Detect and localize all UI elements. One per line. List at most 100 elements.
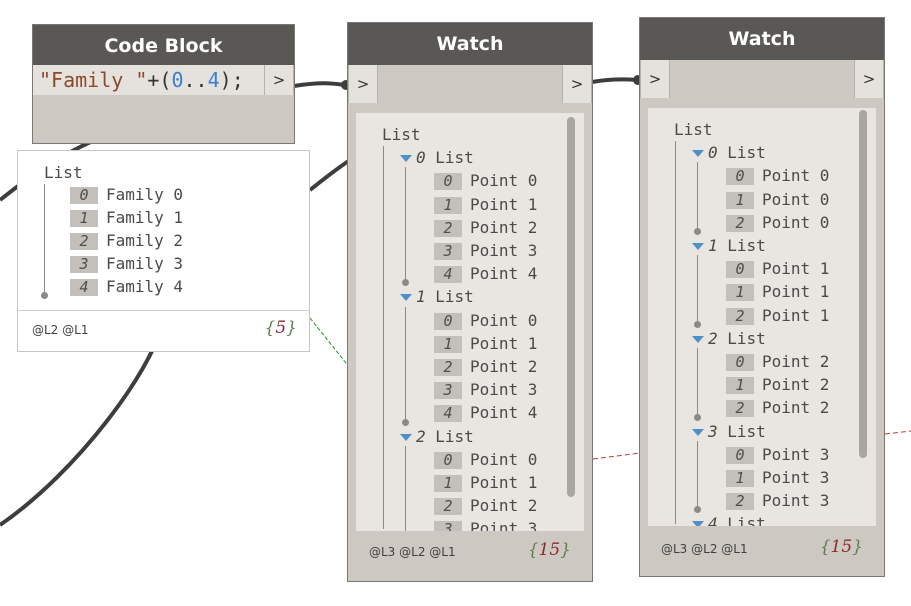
expand-triangle-icon bbox=[400, 155, 412, 163]
tree-group[interactable]: 1 List bbox=[692, 236, 766, 255]
item-value: Family 4 bbox=[106, 277, 184, 296]
code-block-output-port[interactable]: > bbox=[264, 65, 294, 95]
item-index: 3 bbox=[434, 382, 462, 400]
watch-2-input-port[interactable]: > bbox=[640, 60, 670, 98]
tree-group[interactable]: 2 List bbox=[692, 329, 766, 348]
tree-group[interactable]: 4 List bbox=[692, 514, 766, 526]
item-index: 2 bbox=[726, 307, 754, 325]
item-value: Point 0 bbox=[470, 449, 538, 469]
item-index: 1 bbox=[434, 475, 462, 492]
item-index: 0 bbox=[726, 354, 754, 371]
item-value: Family 3 bbox=[106, 254, 184, 273]
watch-1-title: Watch bbox=[348, 23, 592, 65]
item-value: Point 1 bbox=[762, 259, 830, 279]
group-label: List bbox=[435, 148, 474, 168]
preview-list-end-dot bbox=[41, 292, 48, 299]
item-index: 0 bbox=[70, 187, 98, 204]
item-index: 0 bbox=[726, 261, 754, 279]
item-index: 0 bbox=[434, 312, 462, 330]
item-index: 4 bbox=[434, 405, 462, 423]
item-value: Point 3 bbox=[470, 380, 538, 400]
list-item: 2 Family 2 bbox=[70, 231, 183, 250]
tree-group[interactable]: 0 List bbox=[692, 143, 766, 162]
item-value: Point 1 bbox=[762, 282, 830, 302]
item-index: 2 bbox=[70, 233, 98, 250]
item-value: Family 1 bbox=[106, 208, 184, 227]
list-item: 3 Point 3 bbox=[434, 519, 537, 531]
item-index: 0 bbox=[434, 173, 462, 191]
item-index: 0 bbox=[434, 451, 462, 469]
group-label: List bbox=[727, 421, 766, 441]
watch-1-count-value: 15 bbox=[538, 540, 561, 560]
group-label: List bbox=[435, 426, 474, 446]
group-line bbox=[697, 440, 698, 509]
tree-group[interactable]: 2 List bbox=[400, 427, 474, 446]
code-block-node[interactable]: Code Block "Family "+(0..4); > bbox=[32, 24, 295, 144]
root-line bbox=[383, 146, 384, 529]
item-index: 3 bbox=[434, 243, 462, 260]
item-value: Point 1 bbox=[470, 194, 538, 214]
watch-1-scrollbar[interactable] bbox=[567, 117, 575, 497]
list-item: 0 Point 1 bbox=[726, 259, 830, 279]
group-label: List bbox=[727, 514, 766, 526]
group-end-dot bbox=[694, 506, 701, 514]
item-value: Point 3 bbox=[762, 444, 830, 464]
preview-divider bbox=[18, 310, 309, 311]
watch-1-output-port[interactable]: > bbox=[562, 65, 592, 103]
group-index: 1 bbox=[416, 287, 426, 307]
tree-root: List bbox=[382, 125, 421, 144]
tree-group[interactable]: 0 List bbox=[400, 148, 474, 167]
group-label: List bbox=[727, 143, 766, 163]
item-value: Family 0 bbox=[106, 185, 184, 204]
item-value: Point 3 bbox=[470, 519, 538, 531]
item-value: Point 0 bbox=[470, 171, 538, 191]
watch-2-output-port[interactable]: > bbox=[854, 60, 884, 98]
tree-group[interactable]: 3 List bbox=[692, 422, 766, 441]
expand-triangle-icon bbox=[692, 150, 704, 158]
group-line bbox=[697, 348, 698, 416]
group-end-dot bbox=[694, 228, 701, 235]
list-item: 3 Point 3 bbox=[434, 380, 538, 400]
item-index: 2 bbox=[726, 214, 754, 232]
watch-1-count: {15} bbox=[527, 540, 571, 560]
item-index: 2 bbox=[726, 400, 754, 418]
item-index: 1 bbox=[726, 470, 754, 487]
item-index: 3 bbox=[434, 521, 462, 531]
item-index: 2 bbox=[434, 498, 462, 516]
code-number-token: 4 bbox=[207, 68, 220, 92]
group-index: 2 bbox=[708, 328, 718, 348]
list-item: 2 Point 2 bbox=[726, 398, 830, 418]
item-index: 1 bbox=[726, 191, 754, 209]
item-value: Family 2 bbox=[106, 231, 184, 250]
item-value: Point 2 bbox=[470, 496, 538, 516]
group-index: 1 bbox=[708, 236, 718, 255]
group-line bbox=[405, 306, 406, 421]
list-item: 2 Point 2 bbox=[434, 496, 538, 516]
item-index: 2 bbox=[434, 359, 462, 376]
item-value: Point 2 bbox=[762, 398, 830, 418]
wire-codeblock-to-watch1 bbox=[293, 81, 347, 88]
watch-1-input-port[interactable]: > bbox=[348, 65, 378, 103]
watch-2-levels: @L3 @L2 @L1 bbox=[661, 542, 748, 556]
item-index: 1 bbox=[434, 335, 462, 353]
tree-group[interactable]: 1 List bbox=[400, 287, 474, 306]
code-block-editor[interactable]: "Family "+(0..4); bbox=[33, 65, 264, 95]
watch-2-scrollbar[interactable] bbox=[859, 110, 867, 458]
